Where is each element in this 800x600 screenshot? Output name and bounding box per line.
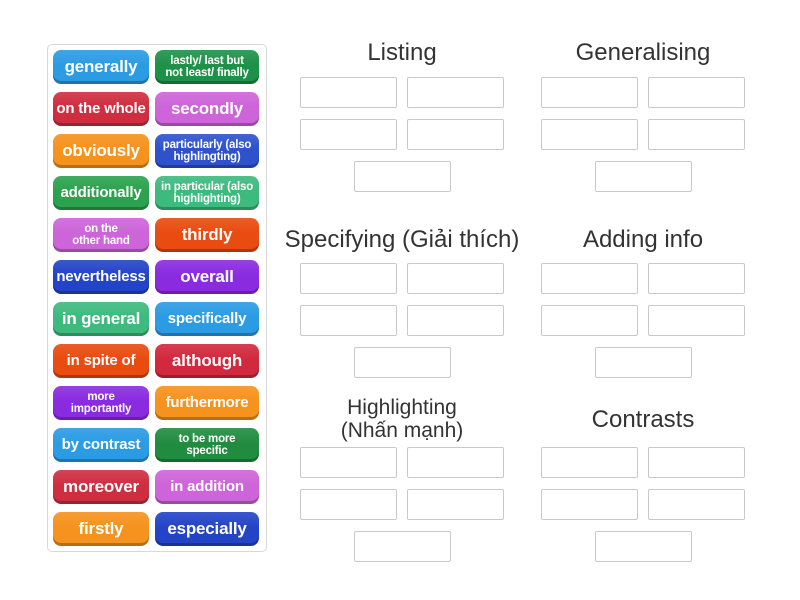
- group-slots: [300, 77, 504, 192]
- word-tile[interactable]: secondly: [155, 92, 259, 126]
- drop-slot[interactable]: [594, 347, 692, 378]
- group-slots: [541, 263, 745, 378]
- group-title: Listing: [367, 38, 437, 66]
- group-slots: [300, 263, 504, 378]
- drop-slot[interactable]: [300, 263, 397, 294]
- word-tile[interactable]: to be more specific: [155, 428, 259, 462]
- word-tile[interactable]: overall: [155, 260, 259, 294]
- group-specifying: Specifying (Giải thích): [285, 216, 519, 378]
- drop-slot[interactable]: [300, 119, 397, 150]
- word-tile[interactable]: specifically: [155, 302, 259, 336]
- drop-slot[interactable]: [648, 119, 745, 150]
- drop-slot[interactable]: [541, 263, 638, 294]
- drop-slot[interactable]: [300, 305, 397, 336]
- word-tile[interactable]: more importantly: [53, 386, 149, 420]
- word-tile[interactable]: moreover: [53, 470, 149, 504]
- drop-slot[interactable]: [407, 447, 504, 478]
- drop-slot[interactable]: [407, 119, 504, 150]
- drop-slot[interactable]: [648, 447, 745, 478]
- drop-slot[interactable]: [541, 77, 638, 108]
- group-title: Specifying (Giải thích): [284, 225, 520, 253]
- drop-slot[interactable]: [541, 305, 638, 336]
- group-contrasts: Contrasts: [541, 393, 745, 562]
- group-slots: [541, 77, 745, 192]
- drop-slot[interactable]: [407, 305, 504, 336]
- drop-slot[interactable]: [353, 531, 451, 562]
- word-tile[interactable]: on the other hand: [53, 218, 149, 252]
- drop-slot[interactable]: [594, 161, 692, 192]
- group-title: Generalising: [575, 38, 711, 66]
- word-tile[interactable]: in particular (also highlighting): [155, 176, 259, 210]
- drop-slot[interactable]: [407, 263, 504, 294]
- group-title: Highlighting (Nhấn mạnh): [340, 396, 464, 442]
- word-tile[interactable]: in general: [53, 302, 149, 336]
- drop-slot[interactable]: [648, 489, 745, 520]
- drop-slot[interactable]: [541, 489, 638, 520]
- group-highlighting: Highlighting (Nhấn mạnh): [300, 393, 504, 562]
- drop-slot[interactable]: [353, 347, 451, 378]
- word-tile[interactable]: generally: [53, 50, 149, 84]
- group-slots: [541, 447, 745, 562]
- word-tile[interactable]: additionally: [53, 176, 149, 210]
- word-tile[interactable]: nevertheless: [53, 260, 149, 294]
- group-slots: [300, 447, 504, 562]
- drop-slot[interactable]: [300, 489, 397, 520]
- word-tile[interactable]: by contrast: [53, 428, 149, 462]
- drop-slot[interactable]: [407, 489, 504, 520]
- drop-slot[interactable]: [353, 161, 451, 192]
- word-tile[interactable]: especially: [155, 512, 259, 546]
- word-tile[interactable]: firstly: [53, 512, 149, 546]
- drop-slot[interactable]: [407, 77, 504, 108]
- word-tile[interactable]: obviously: [53, 134, 149, 168]
- drop-slot[interactable]: [300, 77, 397, 108]
- drop-slot[interactable]: [541, 447, 638, 478]
- word-tile[interactable]: in spite of: [53, 344, 149, 378]
- drop-slot[interactable]: [648, 263, 745, 294]
- word-tile[interactable]: furthermore: [155, 386, 259, 420]
- drop-slot[interactable]: [648, 77, 745, 108]
- word-tile[interactable]: although: [155, 344, 259, 378]
- word-tile[interactable]: lastly/ last but not least/ finally: [155, 50, 259, 84]
- drop-slot[interactable]: [541, 119, 638, 150]
- group-title: Contrasts: [591, 406, 695, 434]
- group-adding-info: Adding info: [541, 216, 745, 378]
- word-tile[interactable]: particularly (also highlingting): [155, 134, 259, 168]
- drop-slot[interactable]: [300, 447, 397, 478]
- group-title: Adding info: [582, 225, 704, 253]
- word-tile[interactable]: thirdly: [155, 218, 259, 252]
- drop-slot[interactable]: [594, 531, 692, 562]
- word-tile[interactable]: on the whole: [53, 92, 149, 126]
- word-tile[interactable]: in addition: [155, 470, 259, 504]
- drop-slot[interactable]: [648, 305, 745, 336]
- group-generalising: Generalising: [541, 28, 745, 192]
- group-listing: Listing: [300, 28, 504, 192]
